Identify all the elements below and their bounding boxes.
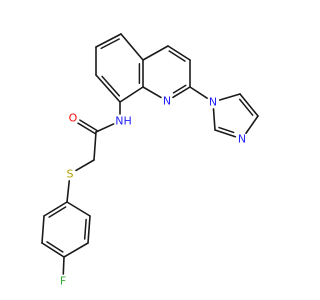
atom-label-background <box>114 115 126 127</box>
atom-n1: N <box>161 95 173 108</box>
atom-label-background <box>236 133 248 145</box>
atom-s: S <box>64 168 76 181</box>
bond-c7-c8-inner <box>101 75 121 97</box>
bond-s-c_ph1 <box>66 180 71 203</box>
bond-c2-n1 <box>172 86 191 99</box>
bond-c_ph5-c_ph6-inner <box>83 218 87 240</box>
bond-c5-c6-inner <box>100 38 120 50</box>
atom-label-background <box>57 275 69 287</box>
bond-c_ph4-c_ph5 <box>63 242 89 258</box>
atom-label-s: S <box>67 168 74 181</box>
bond-layer <box>41 33 259 275</box>
atom-label-n: N <box>209 96 217 109</box>
atom-label-n: N <box>238 133 246 146</box>
bond-c_carbonyl-o_carbonyl-a <box>79 119 98 132</box>
bond-c_im2-n_im1 <box>212 108 216 131</box>
bond-c_ph3-c_ph4 <box>41 242 65 258</box>
atom-label-layer: N N N NH O S F <box>57 95 248 288</box>
bond-c_ph4-f <box>62 256 65 275</box>
bond-c2-n_im1 <box>189 86 208 99</box>
bond-c4-c3-inner <box>168 50 186 62</box>
bond-c_ph1-c_ph2 <box>43 201 68 217</box>
bond-c_ph1-c_ph2-inner <box>48 206 67 218</box>
bond-n_amide-c_carbonyl <box>95 123 115 133</box>
atom-label-o: O <box>69 112 78 125</box>
bond-c8-c8a <box>119 86 144 103</box>
bond-c_ph6-c_ph1 <box>66 201 91 217</box>
bond-n_im1-c_im5 <box>218 93 241 101</box>
atom-label-background <box>64 168 76 180</box>
bond-c5-c6 <box>95 33 122 48</box>
bond-c_carbonyl-c_ch2 <box>93 131 97 161</box>
atom-label-n: N <box>163 95 171 108</box>
bond-c_im5-c_im4 <box>239 93 259 117</box>
bond-c_im4-n_im3 <box>245 115 259 135</box>
atom-o_carbonyl: O <box>67 112 79 125</box>
bond-c_ch2-s <box>75 159 95 172</box>
bond-n1-c8a <box>142 86 162 99</box>
bond-c_ph5-c_ph6 <box>87 215 91 244</box>
atom-f: F <box>57 275 69 288</box>
bond-n_im3-c_im2-inner <box>218 126 235 134</box>
bond-c_carbonyl-o_carbonyl-b <box>77 122 96 135</box>
molecular-structure: N N N NH O S F <box>41 33 259 288</box>
bond-c4a-c4 <box>142 45 169 61</box>
atom-n_im1: N <box>207 96 219 109</box>
atom-label-n: NH <box>115 115 132 128</box>
bond-c_ph2-c_ph3 <box>41 215 45 244</box>
bond-n_im3-c_im2 <box>214 129 237 138</box>
bond-c_im5-c_im4-inner <box>238 98 254 116</box>
atom-n_im3: N <box>236 133 248 146</box>
bond-c4-c3 <box>167 45 191 61</box>
bond-c7-c8 <box>95 74 121 103</box>
atom-label-f: F <box>60 275 66 288</box>
bond-c4a-c5 <box>120 33 144 61</box>
bond-c2-n1-inner <box>172 84 187 94</box>
atom-label-background <box>207 96 219 108</box>
atom-label-background <box>67 112 79 124</box>
bond-c_ph3-c_ph4-inner <box>46 241 64 253</box>
atom-label-background <box>161 95 173 107</box>
atom-n_amide: NH <box>114 115 132 128</box>
